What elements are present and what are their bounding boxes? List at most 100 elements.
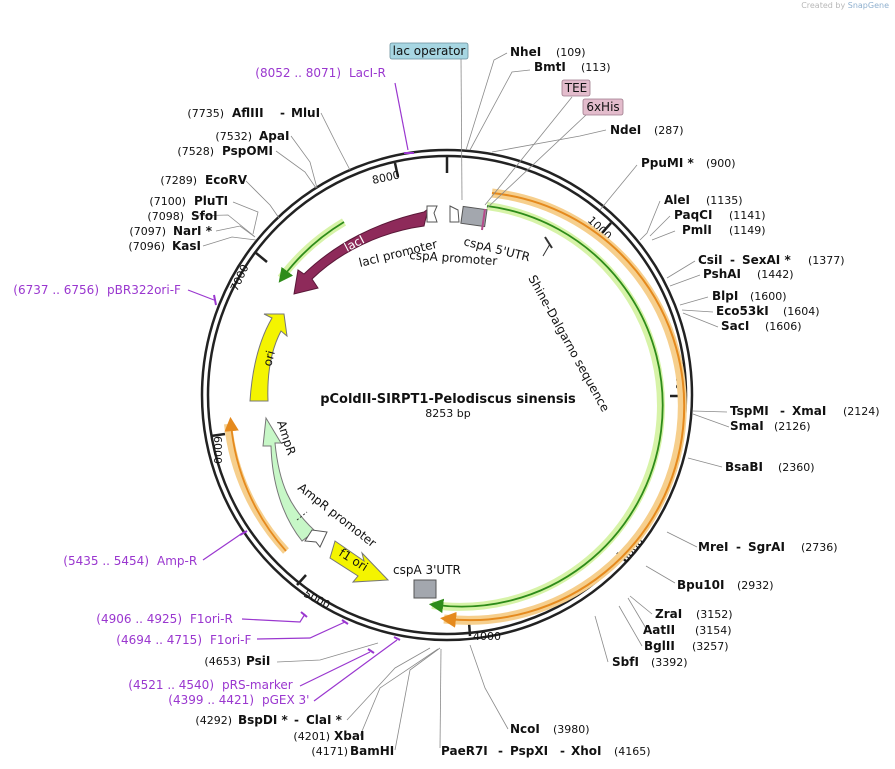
enzyme-labels: NheI (109) BmtI (113) NdeI (287) PpuMI *… [128, 45, 879, 758]
his-lead [486, 114, 587, 209]
tee-lead [484, 96, 573, 206]
enzyme-kasi-pos: (7096) [128, 240, 165, 253]
primer-f1ori-f-range: (4694 .. 4715) [116, 633, 202, 647]
enzyme-ncoi: NcoI [510, 722, 540, 736]
cspa-3utr-box[interactable] [413, 579, 437, 599]
enzyme-mrei: MreI [698, 540, 728, 554]
enzyme-bpu10i-pos: (2932) [737, 579, 774, 592]
primer-leader-lines [187, 82, 414, 702]
lac-operator-box[interactable] [389, 42, 469, 60]
enzyme-eco53ki-pos: (1604) [783, 305, 820, 318]
f1-ori-feature[interactable] [329, 540, 390, 583]
enzyme-mlui: MluI [291, 106, 320, 120]
enzyme-aatii: AatII [643, 623, 675, 637]
cspa-promoter-arrow[interactable] [449, 205, 460, 223]
enzyme-zrai: ZraI [655, 607, 682, 621]
enzyme-alei: AleI [664, 193, 690, 207]
tick-5000: 5000 [302, 587, 333, 612]
enzyme-xbai-pos: (4201) [293, 730, 330, 743]
enzyme-zrai-pos: (3152) [696, 608, 733, 621]
amp-orf-arrow [224, 416, 287, 552]
primer-pgex3-range: (4399 .. 4421) [168, 693, 254, 707]
enzyme-bpu10i: Bpu10I [677, 578, 724, 592]
laci-orf-arrow [278, 221, 345, 283]
enzyme-saci: SacI [721, 319, 749, 333]
his-label: 6xHis [586, 100, 619, 114]
primer-pbr322ori-f: pBR322ori-F [107, 283, 181, 297]
enzyme-sbfi: SbfI [612, 655, 639, 669]
orf-inner-arrow [428, 205, 664, 614]
laci-feature[interactable] [293, 207, 429, 295]
enzyme-saci-pos: (1606) [765, 320, 802, 333]
primer-f1ori-f: F1ori-F [210, 633, 251, 647]
enzyme-mrei-pos: (2736) [801, 541, 838, 554]
enzyme-aatii-pos: (3154) [695, 624, 732, 637]
enzyme-sbfi-pos: (3392) [651, 656, 688, 669]
enzyme-smai: SmaI [730, 419, 764, 433]
enzyme-bglii: BglII [644, 639, 675, 653]
enzyme-tspmi-pos: (2124) [843, 405, 880, 418]
enzyme-pmli: PmlI [682, 223, 712, 237]
enzyme-psii: PsiI [246, 654, 270, 668]
enzyme-ndei-pos: (287) [654, 124, 684, 137]
enzyme-bamhi-pos: (4171) [311, 745, 348, 758]
enzyme-bsabi-pos: (2360) [778, 461, 815, 474]
ampr-feature[interactable] [262, 416, 316, 542]
enzyme-psii-pos: (4653) [204, 655, 241, 668]
enzyme-apai: ApaI [259, 129, 289, 143]
enzyme-ncoi-pos: (3980) [553, 723, 590, 736]
enzyme-pluti-pos: (7100) [149, 195, 186, 208]
enzyme-bmti: BmtI [534, 60, 566, 74]
enzyme-pspxi: PspXI [510, 744, 548, 758]
enzyme-afliii-pos: (7735) [187, 107, 224, 120]
enzyme-leader-lines [192, 52, 730, 751]
primer-laci-r-range: (8052 .. 8071) [255, 66, 341, 80]
enzyme-paqci: PaqCI [674, 208, 712, 222]
enzyme-nhei: NheI [510, 45, 541, 59]
cspa-5utr-box[interactable] [460, 205, 488, 228]
primer-labels: (8052 .. 8071) LacI-R (6737 .. 6756) pBR… [13, 66, 386, 707]
enzyme-dash-3: - [736, 540, 741, 554]
primer-prs-marker-range: (4521 .. 4540) [128, 678, 214, 692]
snapgene-credit: Created by SnapGene [801, 1, 889, 10]
lac-operator-lead [460, 57, 463, 201]
tick-8000: 8000 [371, 168, 401, 187]
enzyme-blpi-pos: (1600) [750, 290, 787, 303]
tee-label: TEE [564, 81, 588, 95]
enzyme-pshai: PshAI [703, 267, 741, 281]
tee-box[interactable] [561, 79, 591, 97]
tick-4000: 4000 [473, 630, 501, 643]
ampr-promoter-arrow[interactable] [304, 529, 328, 548]
enzyme-xhoi: XhoI [571, 744, 602, 758]
enzyme-ndei: NdeI [610, 123, 641, 137]
primer-prs-marker: pRS-marker [222, 678, 293, 692]
enzyme-xmai: XmaI [792, 404, 826, 418]
shine-dalgarno-lead [542, 243, 551, 257]
orf-outer-arrow [440, 192, 686, 628]
his-box[interactable] [582, 98, 624, 116]
primer-f1ori-r-range: (4906 .. 4925) [96, 612, 182, 626]
laci-promoter-arrow[interactable] [426, 205, 438, 223]
enzyme-paqci-pos: (1141) [729, 209, 766, 222]
enzyme-dash-5: - [560, 744, 565, 758]
enzyme-dash-4: - [498, 744, 503, 758]
enzyme-ecorv-pos: (7289) [160, 174, 197, 187]
enzyme-dash-2: - [780, 404, 785, 418]
plasmid-title: pColdII-SIRPT1-Pelodiscus sinensis [320, 392, 576, 407]
snapgene-logo: SnapGene [847, 1, 889, 10]
enzyme-ppumi: PpuMI * [641, 156, 695, 170]
enzyme-eco53ki: Eco53kI [716, 304, 769, 318]
primer-pbr322ori-f-range: (6737 .. 6756) [13, 283, 99, 297]
enzyme-afliii: AflIII [232, 106, 264, 120]
primer-f1ori-r: F1ori-R [190, 612, 233, 626]
enzyme-ecorv: EcoRV [205, 173, 248, 187]
enzyme-xbai: XbaI [334, 729, 364, 743]
enzyme-pluti: PluTI [194, 194, 228, 208]
enzyme-dash-6: - [294, 713, 299, 727]
ori-feature[interactable] [249, 313, 288, 402]
enzyme-csii-pos: (1377) [808, 254, 845, 267]
enzyme-paer7i-pos: (4165) [614, 745, 651, 758]
enzyme-sfoi-pos: (7098) [147, 210, 184, 223]
enzyme-dash-7: - [280, 106, 285, 120]
